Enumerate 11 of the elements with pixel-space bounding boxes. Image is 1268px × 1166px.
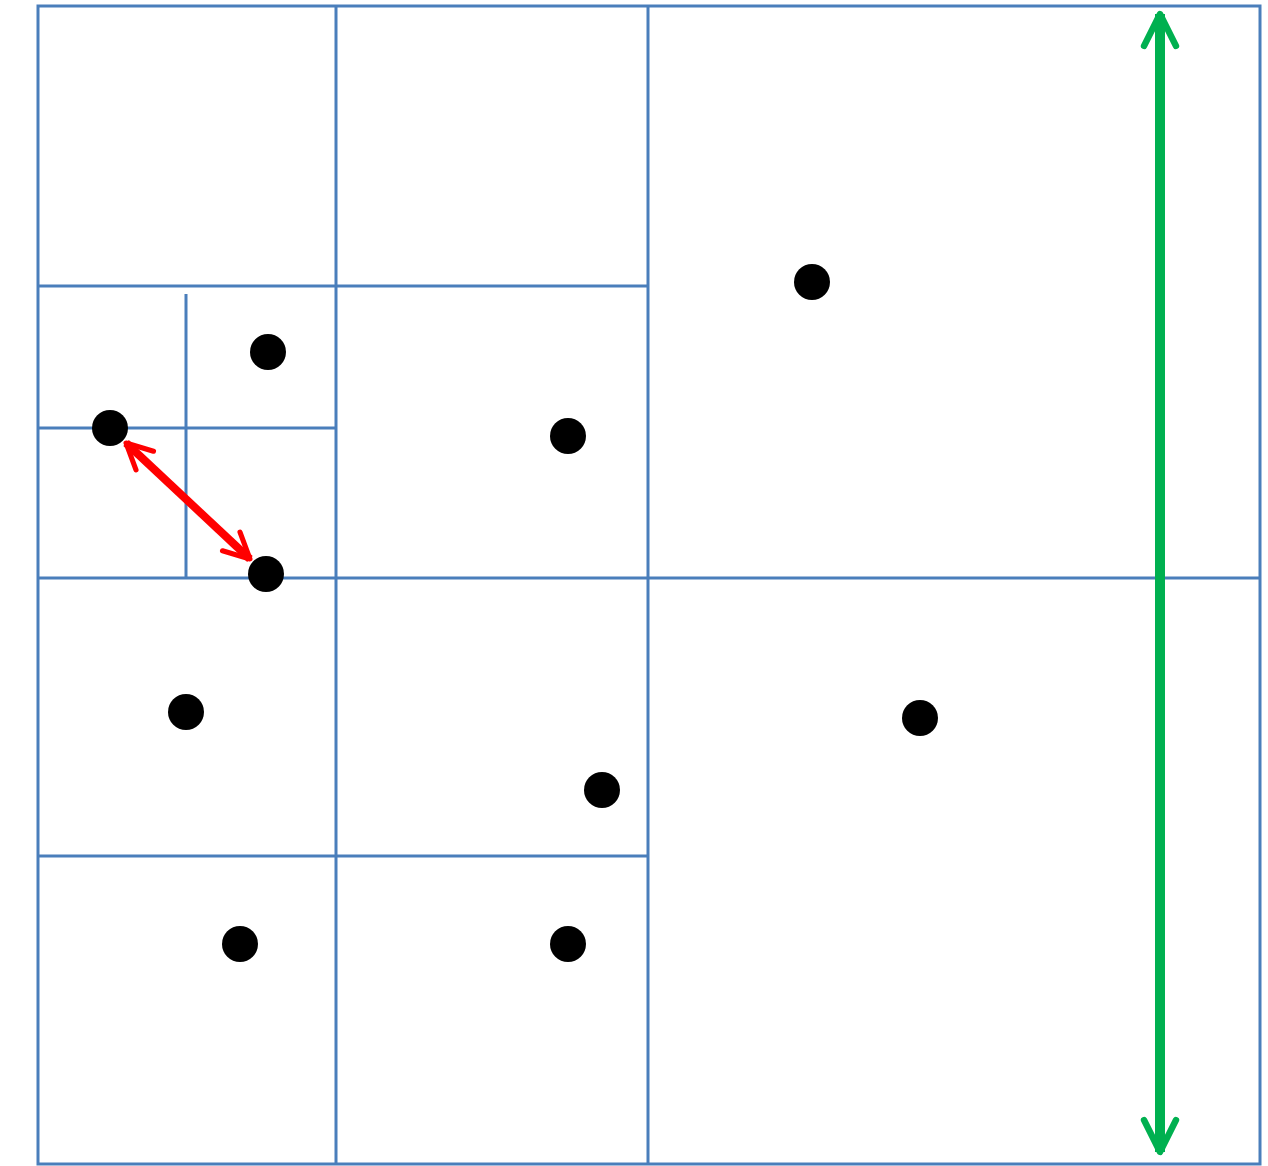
- data-point: [222, 926, 258, 962]
- data-point: [794, 264, 830, 300]
- double-arrow: [123, 440, 253, 562]
- data-point: [92, 410, 128, 446]
- data-point: [902, 700, 938, 736]
- data-point: [250, 334, 286, 370]
- data-point: [584, 772, 620, 808]
- data-point: [168, 694, 204, 730]
- data-point: [248, 556, 284, 592]
- data-point: [550, 418, 586, 454]
- data-point: [550, 926, 586, 962]
